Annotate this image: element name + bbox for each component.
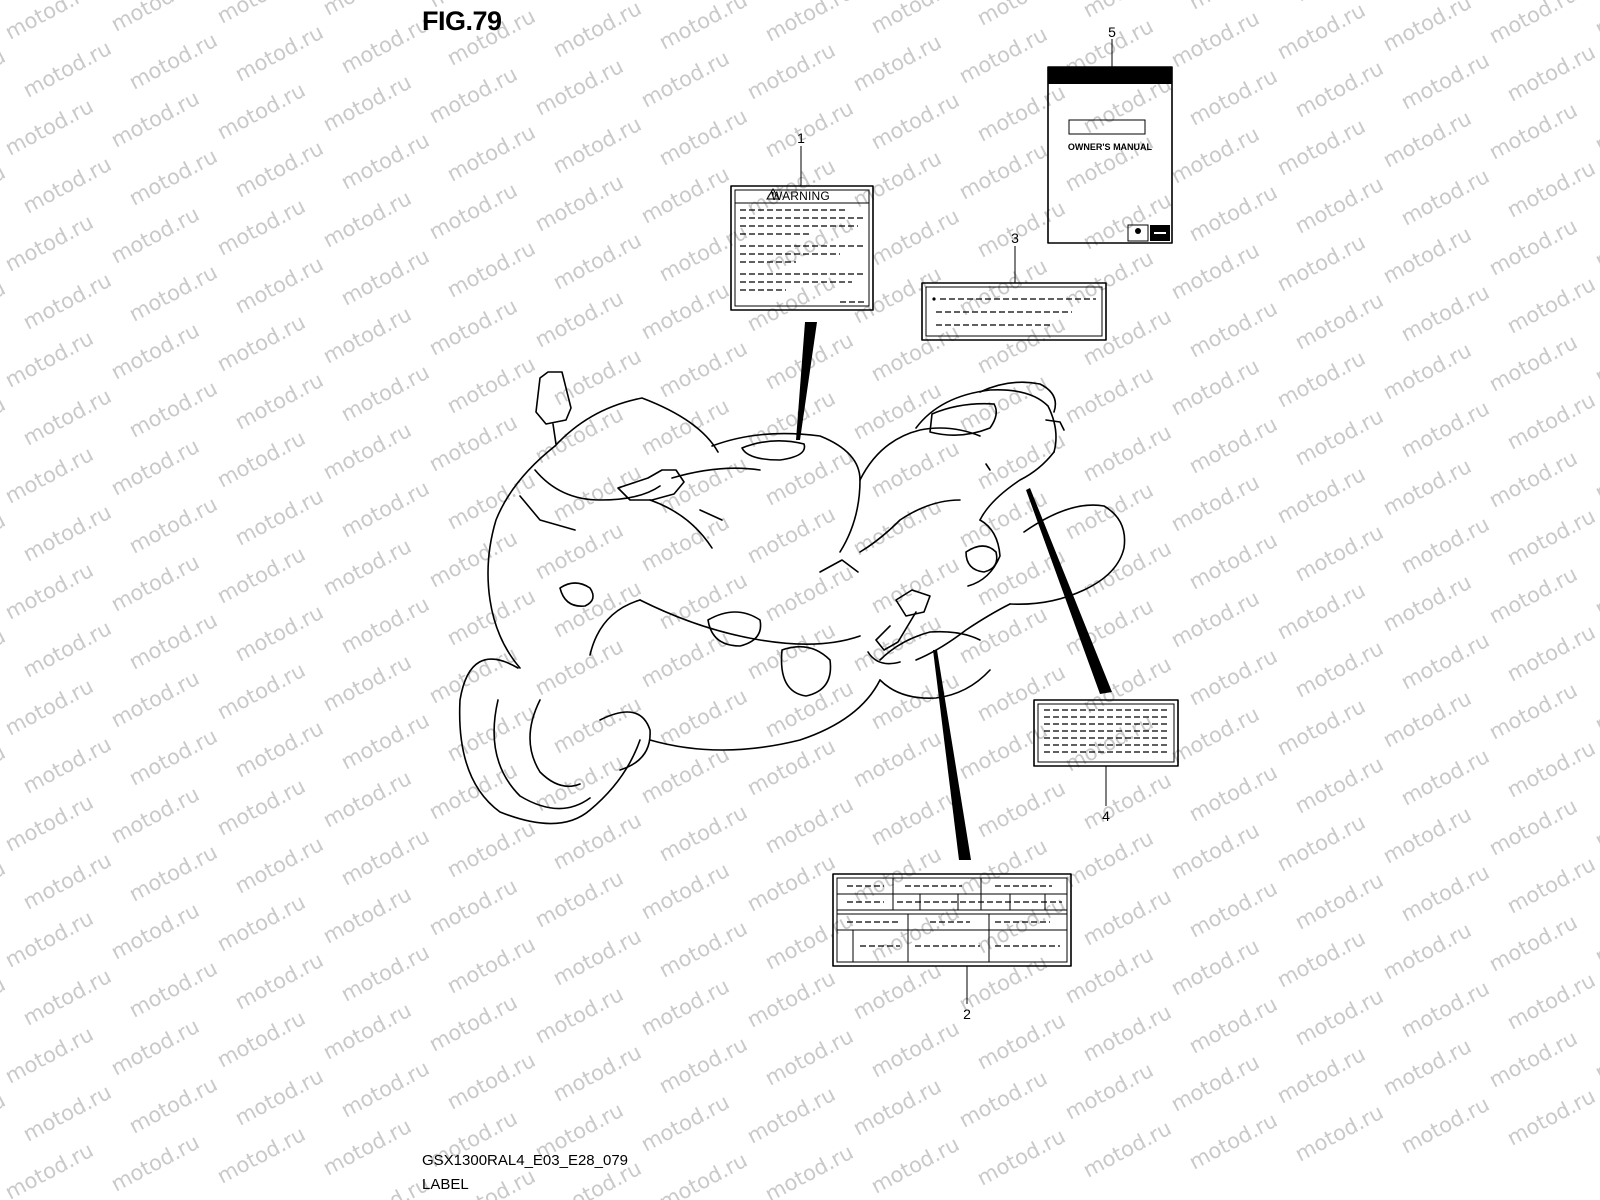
callout-3: 3 xyxy=(1011,230,1019,246)
label-5-owners-manual xyxy=(1047,39,1173,244)
label-1-warning xyxy=(730,146,874,440)
label-3 xyxy=(921,246,1107,341)
label-5-heading: OWNER'S MANUAL xyxy=(1067,142,1153,152)
motorcycle-outline xyxy=(458,371,1126,825)
suzuki-logo-icon xyxy=(1127,224,1149,242)
callout-2: 2 xyxy=(963,1006,971,1022)
label-1-heading: WARNING xyxy=(771,189,830,203)
callout-1: 1 xyxy=(797,130,805,146)
figure-name: LABEL xyxy=(422,1176,469,1193)
label-2-info-table xyxy=(832,650,1072,1004)
figure-title: FIG.79 xyxy=(422,6,502,36)
label-4 xyxy=(1026,488,1179,806)
callout-4: 4 xyxy=(1102,808,1110,824)
figure-code: GSX1300RAL4_E03_E28_079 xyxy=(422,1152,629,1169)
warning-triangle-icon xyxy=(766,188,780,200)
callout-5: 5 xyxy=(1108,24,1116,40)
